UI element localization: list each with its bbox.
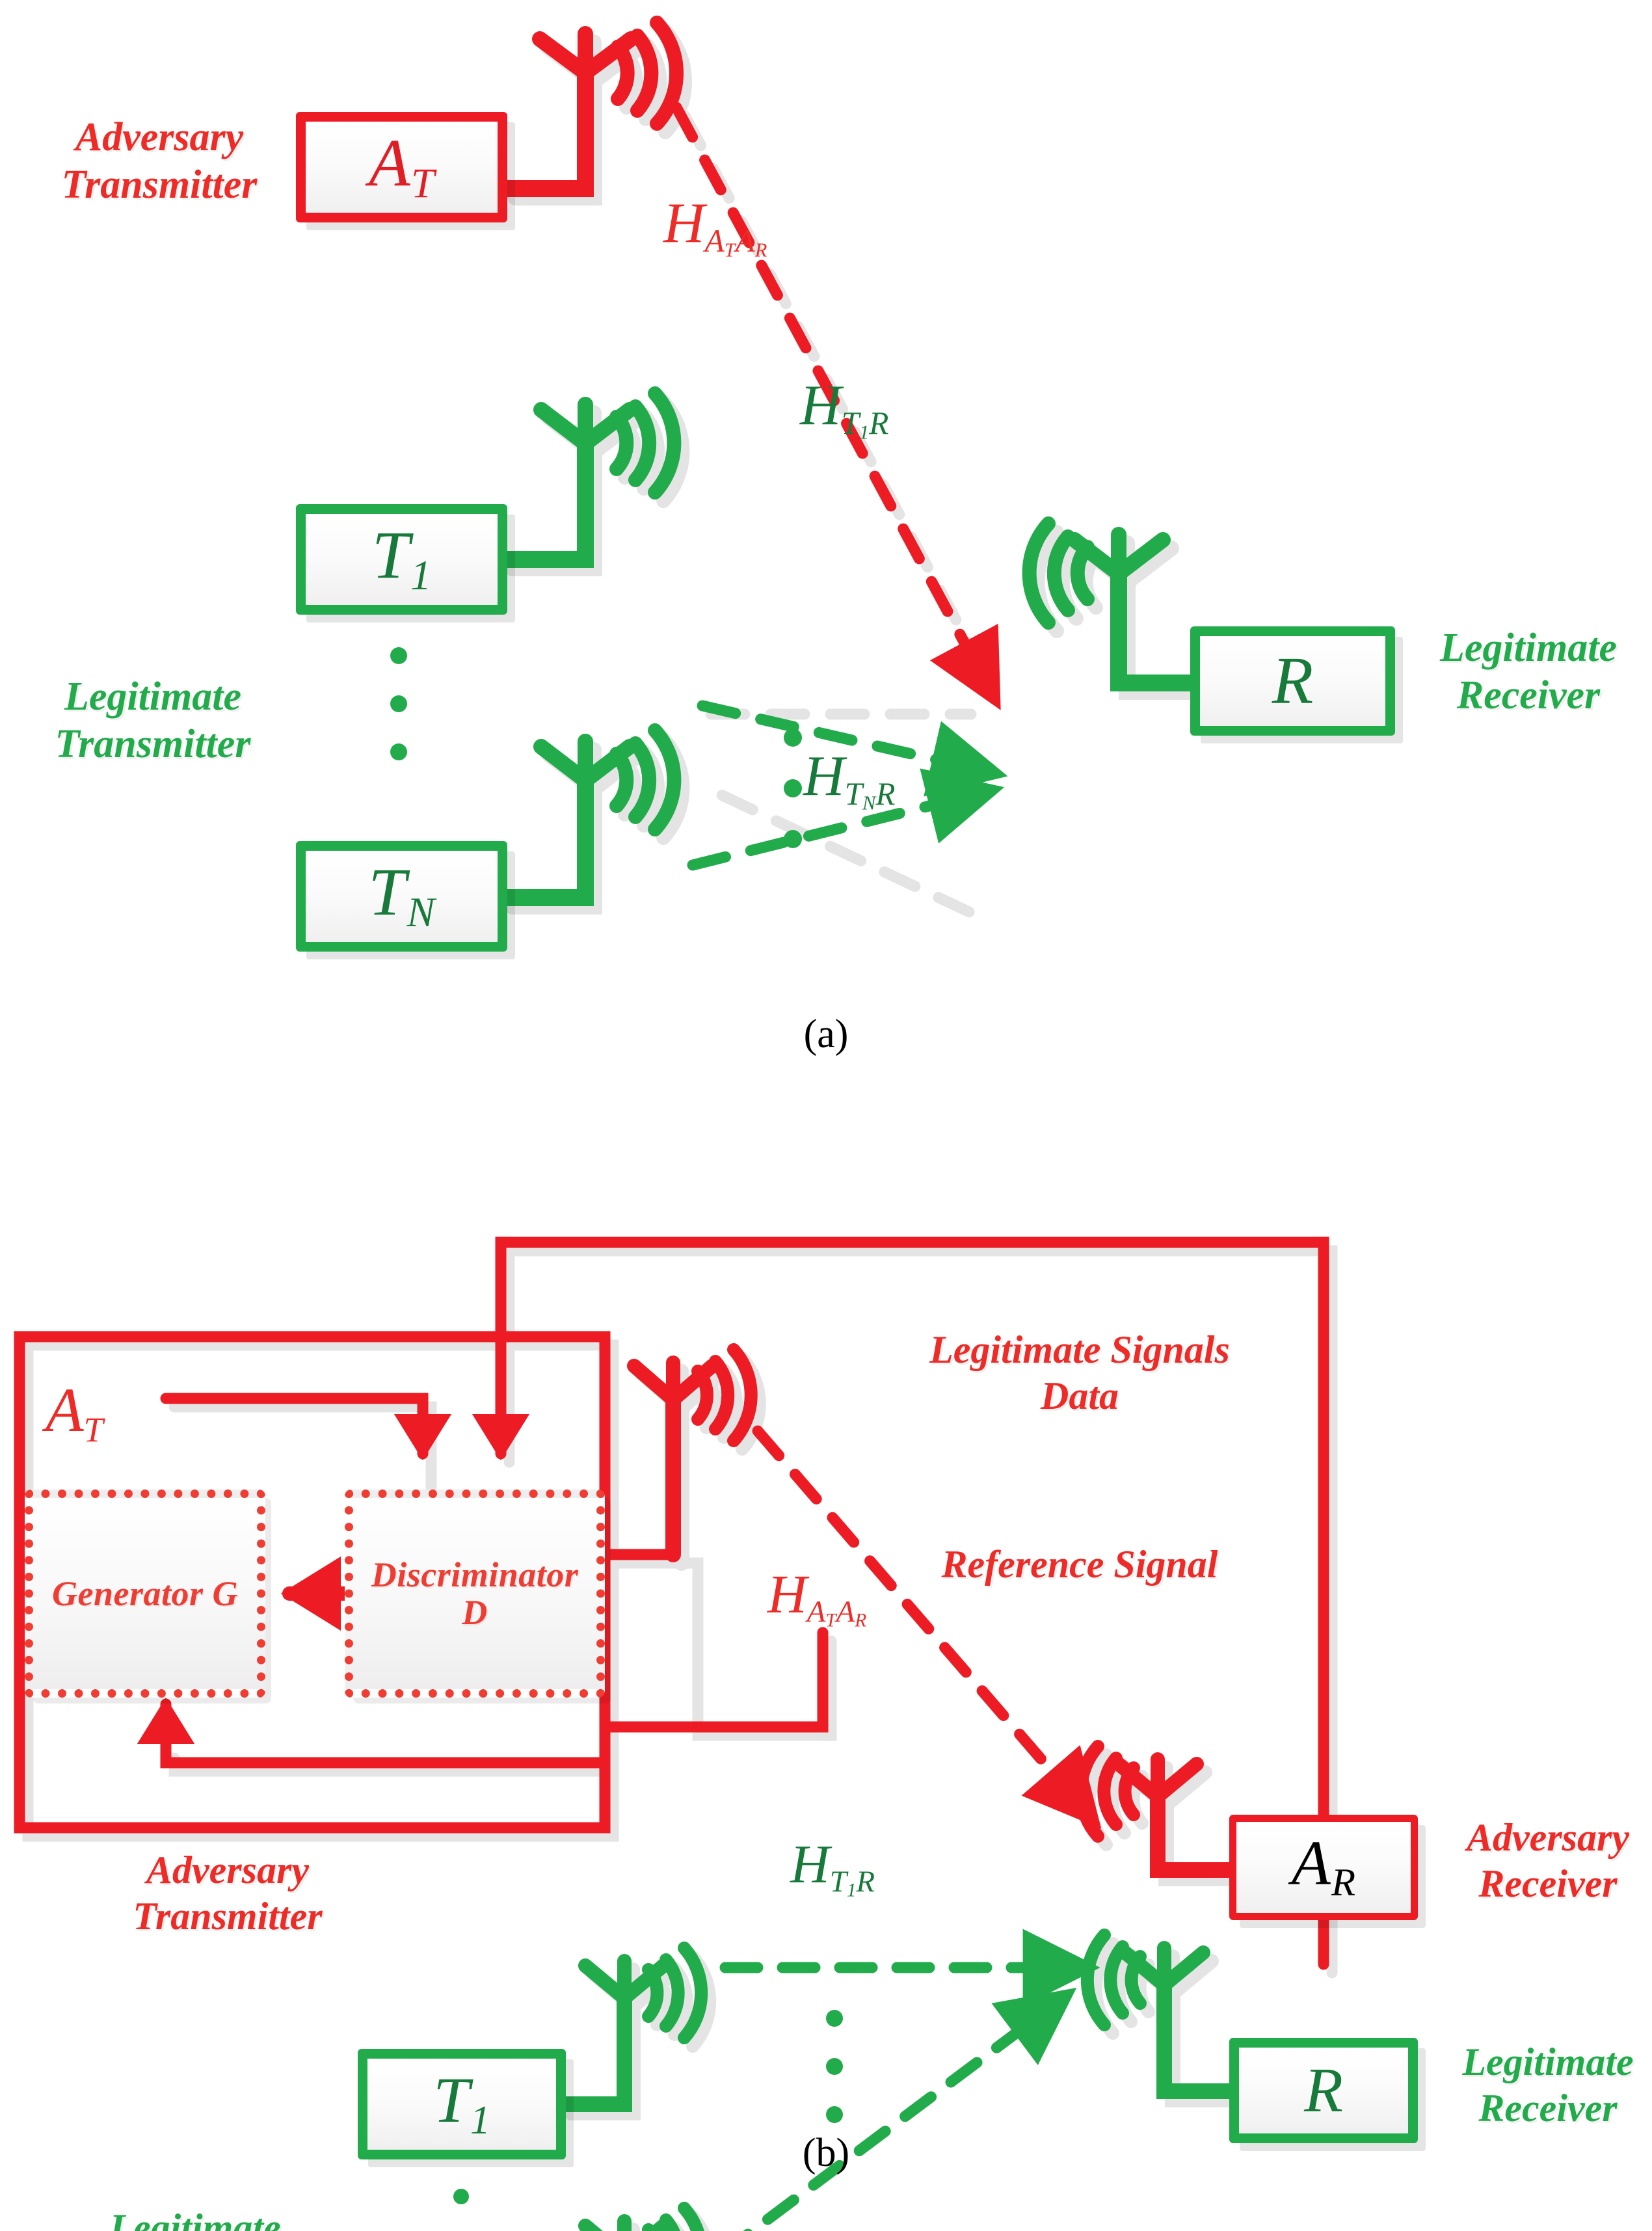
label-legitimate-receiver-a: Legitimate Receiver: [1439, 626, 1618, 718]
label-reference-signal: Reference Signal: [941, 1543, 1218, 1586]
ellipsis-transmitters-a: [390, 647, 407, 760]
node-box-at[interactable]: AT: [296, 112, 507, 222]
channel-label-h-at-ar-a: HATAR: [663, 192, 767, 261]
label-adversary-receiver: Adversary Receiver: [1467, 1816, 1629, 1905]
wire-generator-to-discriminator: [160, 1393, 452, 1461]
discriminator-box[interactable]: Discriminator D: [345, 1490, 605, 1698]
generator-label: Generator G: [52, 1573, 238, 1613]
channel-tn-r-arrow-b: [743, 1988, 1077, 2231]
node-box-r-b[interactable]: R: [1229, 2038, 1418, 2143]
channel-t1-r-arrow: [697, 700, 1008, 797]
wire-ar-to-discriminator: [472, 1236, 1329, 1970]
node-box-t1[interactable]: T1: [296, 504, 507, 615]
channel-at-ar-arrow: [671, 101, 1001, 710]
panel-b-vector-layer: [14, 1236, 1338, 2231]
label-adversary-transmitter-b: Adversary Transmitter: [133, 1849, 323, 1938]
channel-label-h-tn-r-a: HTNR: [803, 745, 896, 814]
node-box-r[interactable]: R: [1190, 626, 1395, 736]
panel-a-strokes: [496, 16, 1202, 906]
node-label-r-b: R: [1304, 2055, 1343, 2126]
caption-a: (a): [803, 1012, 849, 1056]
gan-container-label-at: AT: [46, 1375, 103, 1450]
legitimate-transmitter-1-antenna-b: [555, 1942, 708, 2112]
label-legitimate-transmitter-b: Legitimate Transmitter: [109, 2206, 281, 2231]
channel-label-h-t1-r-a: HT1R: [800, 374, 889, 444]
adversary-transmitter-container: [14, 1331, 611, 1834]
legitimate-transmitter-n-antenna: [496, 723, 682, 906]
node-label-r: R: [1272, 643, 1314, 718]
discriminator-label: Discriminator D: [371, 1555, 579, 1632]
node-box-ar[interactable]: AR: [1229, 1815, 1418, 1920]
panel-b: AT Generator G Discriminator D T1 TN AR: [0, 1138, 1652, 2231]
legitimate-transmitter-1-antenna: [496, 386, 682, 568]
node-label-tn: TN: [368, 855, 435, 936]
node-box-t1-b[interactable]: T1: [358, 2049, 566, 2159]
panel-a-vector-layer: [496, 16, 1210, 918]
label-legitimate-signals-data: Legitimate Signals Data: [929, 1328, 1230, 1417]
node-label-t1-b: T1: [433, 2064, 490, 2143]
wire-loop-into-generator: [137, 1697, 611, 1769]
channel-label-h-t1-r-b: HT1R: [790, 1834, 875, 1901]
ellipsis-channels-a: [784, 728, 802, 848]
adversary-transmitter-antenna: [499, 16, 684, 197]
node-label-t1: T1: [371, 518, 432, 599]
legitimate-receiver-antenna: [1022, 516, 1202, 691]
node-label-at: AT: [369, 126, 434, 207]
ellipsis-transmitters-b: [453, 2189, 469, 2231]
node-label-ar: AR: [1291, 1828, 1356, 1905]
label-adversary-transmitter-a: Adversary Transmitter: [61, 115, 258, 207]
adversary-transmitter-antenna-b: [627, 1343, 758, 1562]
panel-a: AT T1 TN R Adversary Transmitter Legitim…: [0, 0, 1652, 1106]
generator-box[interactable]: Generator G: [25, 1490, 265, 1698]
channel-label-h-at-ar-b: HATAR: [767, 1564, 867, 1631]
channel-tn-r-arrow: [687, 768, 1005, 871]
label-legitimate-receiver-b: Legitimate Receiver: [1462, 2040, 1634, 2130]
channel-at-ar-arrow-b: [752, 1425, 1102, 1829]
panel-b-strokes: [14, 1236, 1329, 2231]
caption-b: (b): [802, 2131, 850, 2175]
label-legitimate-transmitter-a: Legitimate Transmitter: [55, 675, 251, 767]
node-box-tn[interactable]: TN: [296, 841, 507, 952]
ellipsis-channels-b: [826, 2010, 843, 2123]
wire-reference-tap: [599, 1627, 829, 1733]
legitimate-transmitter-n-antenna-b: [578, 2202, 704, 2231]
